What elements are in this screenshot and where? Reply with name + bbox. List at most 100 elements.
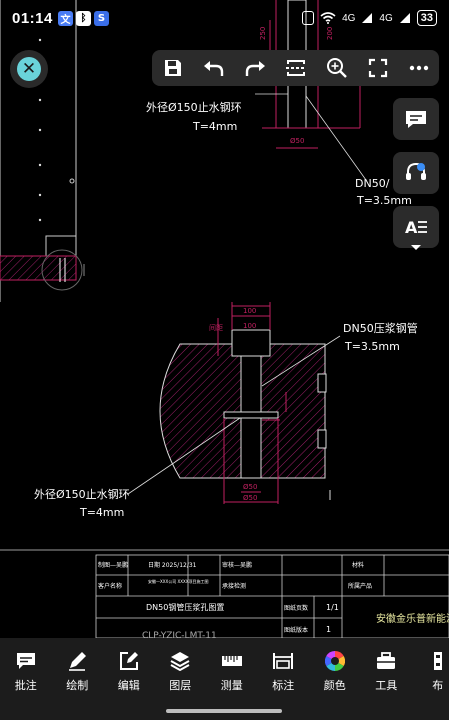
undo-icon	[203, 61, 223, 76]
bottom-toolbar: 批注 绘制 编辑 图层 测量 标注 颜色 工具	[0, 638, 449, 720]
tool-comment-label: 批注	[14, 679, 37, 692]
dim-50c: Ø50	[243, 494, 257, 502]
tool-color[interactable]: 颜色	[309, 650, 361, 693]
translate-app-icon: 文	[58, 11, 73, 26]
tool-edit-label: 编辑	[117, 679, 140, 692]
svg-text:250: 250	[259, 27, 267, 40]
dimension-icon	[273, 653, 294, 669]
close-button[interactable]: ✕	[10, 50, 48, 88]
bluetooth-app-icon: ᛒ	[76, 11, 91, 26]
redo-icon	[245, 61, 265, 76]
layout-icon	[433, 652, 442, 670]
tb-company: 安徽金乐普新能源	[376, 612, 449, 625]
fullscreen-button[interactable]	[364, 54, 392, 82]
tb-r2c2: 安徽—XXX公司 XXXX项目施工图	[148, 578, 208, 584]
signal-2-label: 4G	[379, 12, 393, 24]
label-t4-top: T=4mm	[192, 120, 237, 133]
zoom-button[interactable]	[323, 54, 351, 82]
tb-r1c3: 审核—吴鹏	[222, 561, 252, 569]
svg-text:A: A	[405, 218, 418, 237]
chat-bubble-icon	[406, 111, 426, 128]
undo-button[interactable]	[200, 54, 228, 82]
dim-100a: 100	[243, 307, 256, 315]
tool-dimension[interactable]: 标注	[258, 650, 310, 693]
status-notification-icons: 文 ᛒ S	[58, 11, 109, 26]
tool-toolbox[interactable]: 工具	[361, 650, 413, 693]
tool-toolbox-label: 工具	[375, 679, 398, 692]
tool-comment[interactable]: 批注	[0, 650, 52, 693]
dim-side: 间距	[209, 324, 223, 332]
label-t35-top: T=3.5mm	[356, 194, 412, 207]
close-icon: ✕	[17, 57, 41, 81]
tb-r2c3: 承接检测	[222, 582, 246, 590]
nfc-icon	[302, 11, 315, 25]
tb-r4c1: CLP-YZJC-LMT-11	[142, 631, 217, 641]
tb-r1c1: 制图—吴鹏	[98, 561, 128, 569]
dim-100b: 100	[243, 322, 256, 330]
tb-r4c3: 1	[326, 625, 331, 634]
headset-ai-icon	[406, 162, 426, 180]
signal-1-icon	[362, 13, 373, 23]
svg-text:200: 200	[326, 27, 334, 40]
status-bar: 01:14 文 ᛒ S 4G 4G 33	[0, 0, 449, 38]
redo-button[interactable]	[241, 54, 269, 82]
signal-1-label: 4G	[342, 12, 356, 24]
signal-2-icon	[399, 13, 410, 23]
label-ring-bot: 外径Ø150止水钢环	[34, 488, 130, 501]
tb-r2c1: 客户名称	[98, 582, 122, 590]
save-icon	[164, 60, 181, 76]
label-t4-bot: T=4mm	[79, 506, 124, 519]
chevron-down-icon[interactable]	[410, 244, 422, 252]
label-dn50-top: DN50/	[355, 177, 390, 190]
tb-r1c4: 材料	[352, 561, 364, 569]
fit-width-button[interactable]	[282, 54, 310, 82]
tb-r3c1: DN50钢管压浆孔图置	[146, 602, 224, 612]
layers-icon	[170, 652, 190, 671]
middle-section-detail: 100 100 间距 Ø50 Ø50	[127, 302, 341, 504]
status-time: 01:14	[12, 10, 53, 27]
comment-icon	[16, 653, 35, 669]
tool-layers[interactable]: 图层	[155, 650, 207, 693]
tool-layout-label: 布	[432, 679, 444, 692]
tool-layout[interactable]: 布	[412, 650, 449, 693]
more-button[interactable]	[405, 54, 433, 82]
fit-width-icon	[285, 60, 306, 76]
tool-draw-label: 绘制	[66, 679, 89, 692]
sync-app-icon: S	[94, 11, 109, 26]
title-block	[0, 549, 449, 639]
dim-50b: Ø50	[243, 483, 257, 491]
ruler-icon	[221, 656, 242, 666]
label-ring-top: 外径Ø150止水钢环	[146, 101, 242, 114]
ai-assistant-button[interactable]	[393, 152, 439, 194]
tool-edit[interactable]: 编辑	[103, 650, 155, 693]
tb-r2c4: 所属产品	[348, 582, 372, 590]
top-toolbar	[152, 50, 439, 86]
tool-measure-label: 测量	[220, 679, 243, 692]
tb-r4c2: 图纸版本	[284, 626, 308, 634]
color-wheel-icon	[324, 651, 345, 671]
toolbox-icon	[377, 652, 396, 669]
tool-layers-label: 图层	[169, 679, 192, 692]
tb-r3c2: 图纸页数	[284, 604, 308, 612]
tool-dimension-label: 标注	[272, 679, 295, 692]
tool-measure[interactable]: 测量	[206, 650, 258, 693]
more-dots-icon	[409, 65, 428, 71]
tb-r3c3: 1/1	[326, 603, 339, 612]
dim-top-50: Ø50	[290, 137, 304, 145]
text-style-button[interactable]: A	[393, 206, 439, 248]
save-button[interactable]	[159, 54, 187, 82]
pencil-icon	[69, 652, 87, 671]
text-format-icon: A	[405, 218, 427, 237]
tool-color-label: 颜色	[323, 679, 346, 692]
status-system-icons: 4G 4G 33	[302, 10, 437, 26]
home-indicator[interactable]	[166, 709, 282, 713]
zoom-icon	[326, 58, 347, 78]
label-dn50-mid: DN50压浆钢管	[343, 321, 418, 335]
wifi-icon	[320, 12, 336, 24]
tool-draw[interactable]: 绘制	[52, 650, 104, 693]
left-wall-structure	[0, 0, 85, 302]
comment-list-button[interactable]	[393, 98, 439, 140]
fullscreen-icon	[368, 58, 387, 78]
label-t35-mid: T=3.5mm	[344, 340, 400, 353]
